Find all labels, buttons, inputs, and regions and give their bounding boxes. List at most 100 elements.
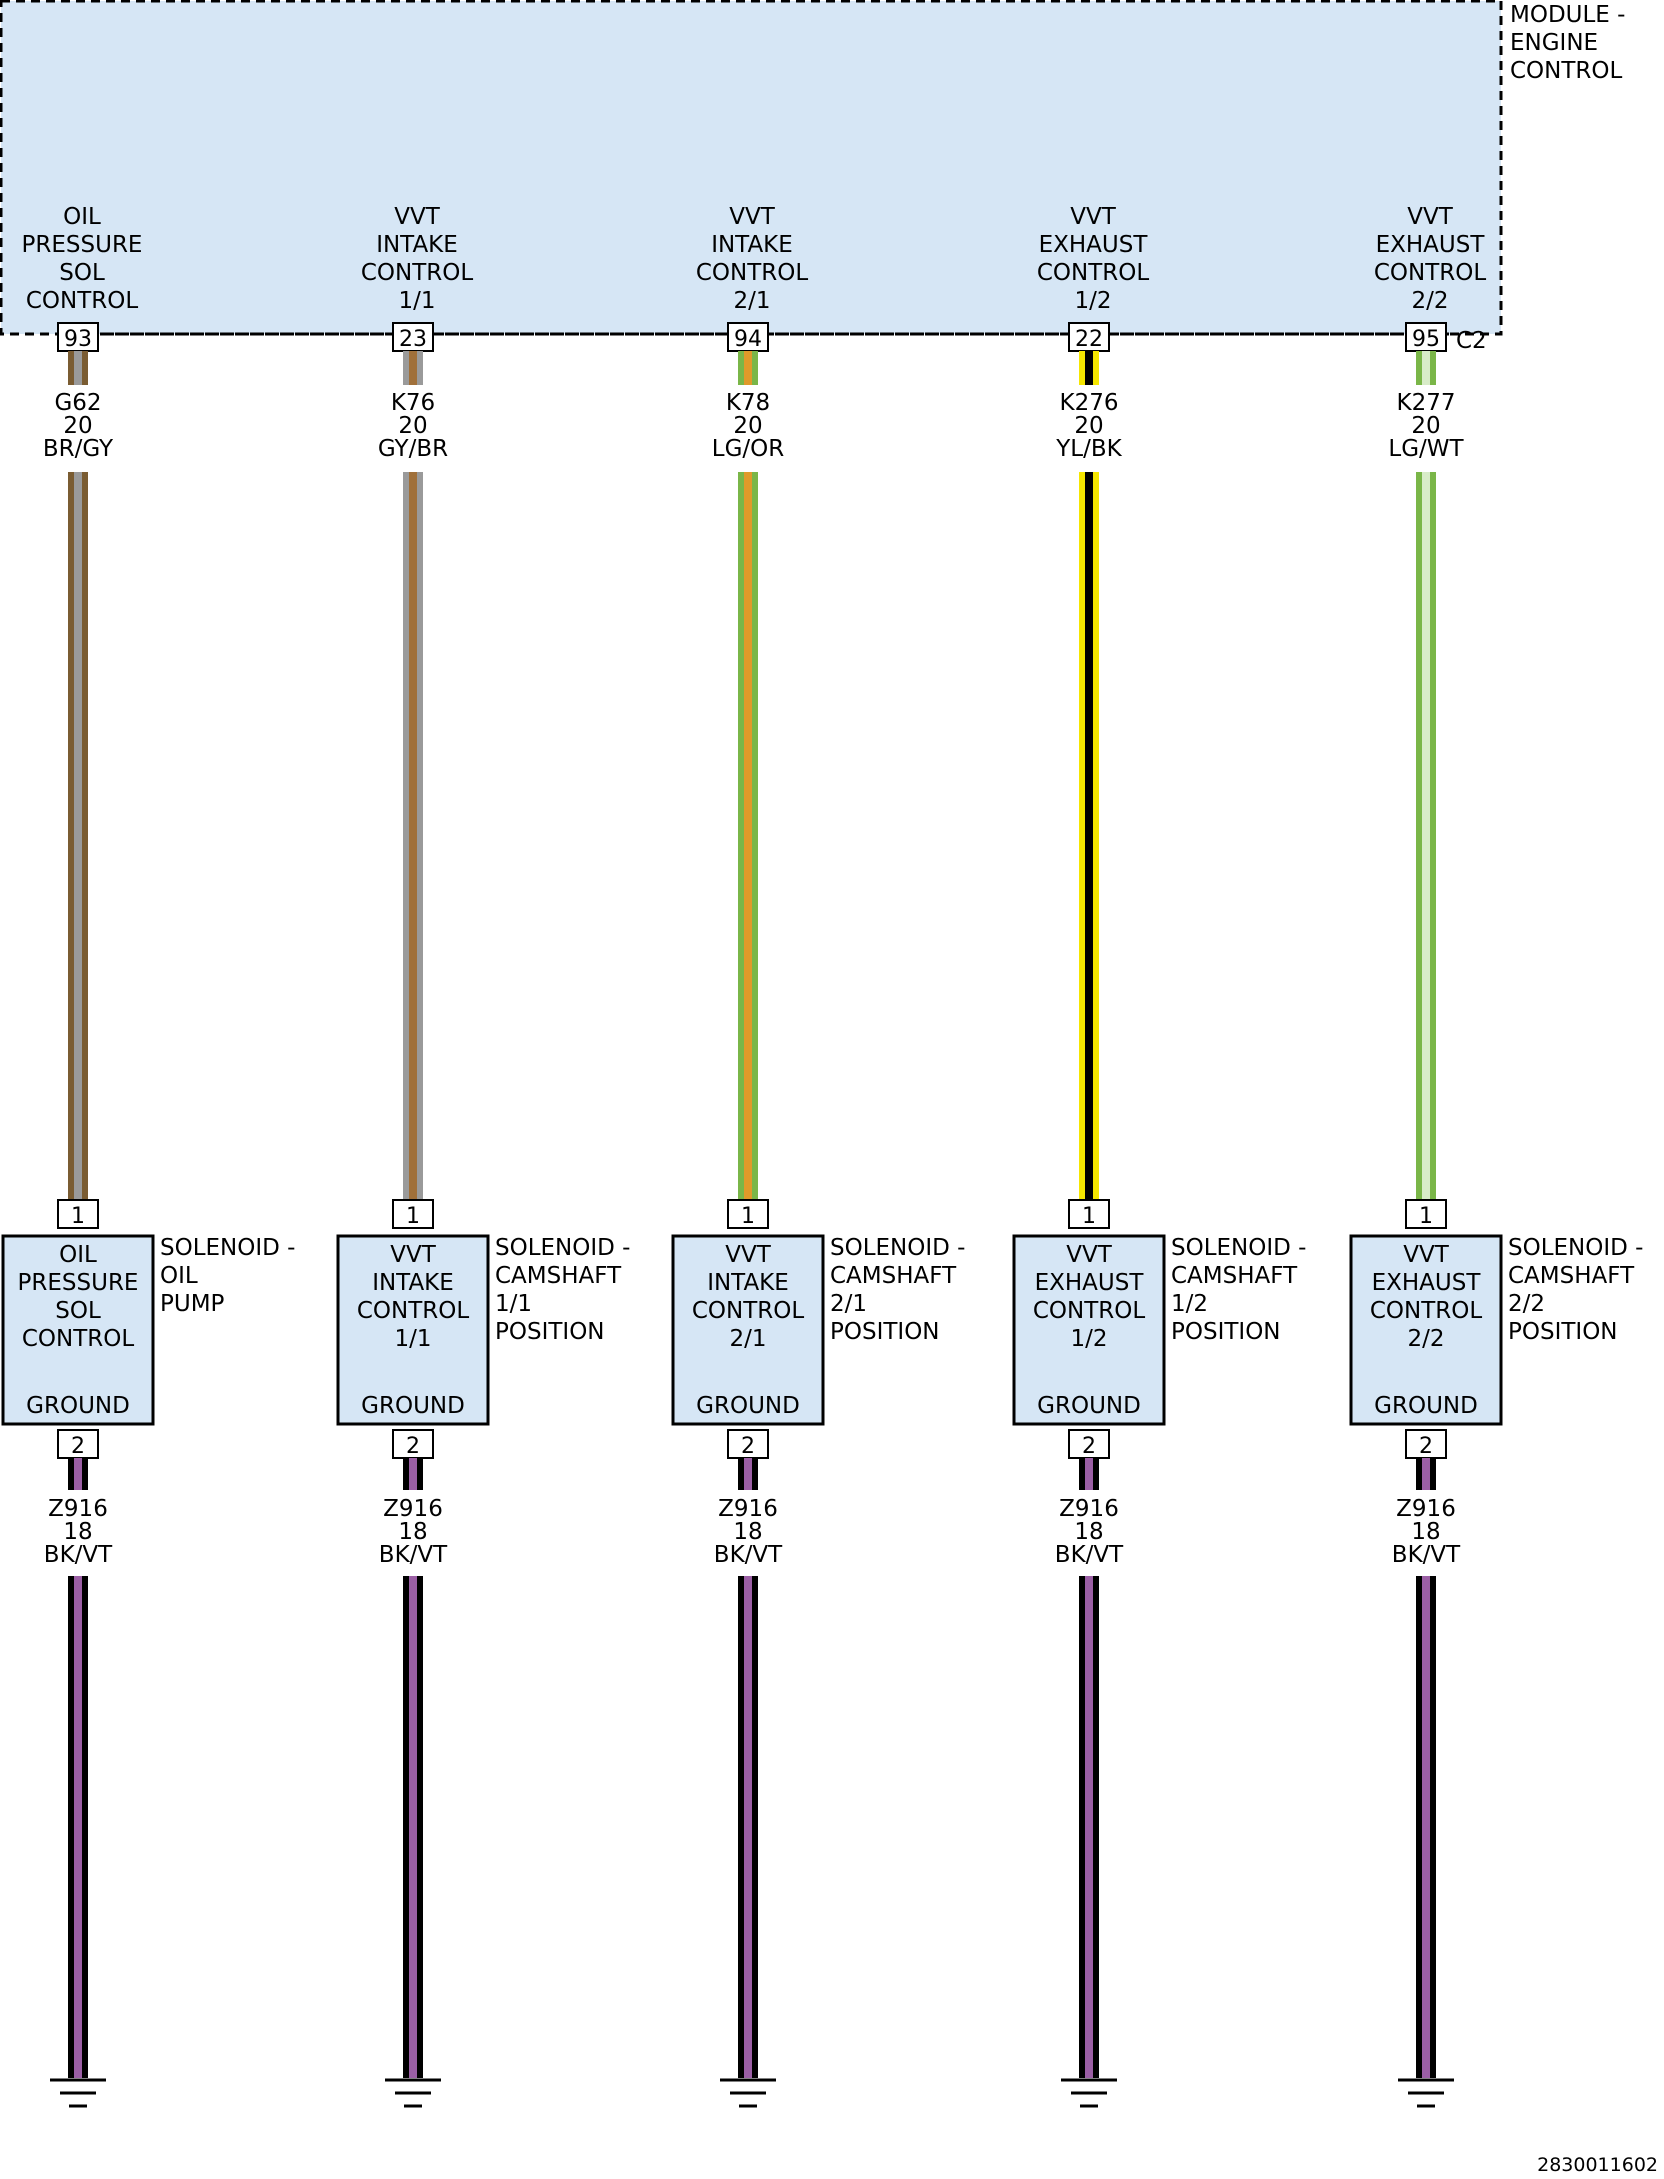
signal-wire-label-line: 20 — [398, 413, 427, 439]
component-function-line: SOL — [55, 1298, 101, 1324]
component-name-line: SOLENOID - — [495, 1235, 630, 1261]
signal-wire-label-line: 20 — [1074, 413, 1103, 439]
ground-wire-label-line: Z916 — [48, 1496, 108, 1522]
component-name-line: CAMSHAFT — [495, 1263, 622, 1289]
component-function-line: OIL — [59, 1242, 97, 1268]
module-name-line: CONTROL — [1510, 58, 1623, 84]
component-name-line: SOLENOID - — [1508, 1235, 1643, 1261]
ground-wire-label-line: 18 — [1411, 1519, 1440, 1545]
module-pin-box — [727, 322, 769, 352]
function-label-line: 1/1 — [398, 288, 435, 314]
function-label-line: INTAKE — [711, 232, 793, 258]
module-pin: 22 — [1075, 327, 1103, 352]
function-label-line: EXHAUST — [1376, 232, 1486, 258]
ground-pin-box — [1405, 1429, 1447, 1459]
component-function-line: EXHAUST — [1372, 1270, 1482, 1296]
component-box — [671, 1234, 825, 1426]
component-function-line: 1/1 — [394, 1326, 431, 1352]
component-function-line: INTAKE — [707, 1270, 789, 1296]
component-function-line: INTAKE — [372, 1270, 454, 1296]
ground-pin-box — [57, 1429, 99, 1459]
component-function-line: CONTROL — [357, 1298, 470, 1324]
component-pin: 1 — [71, 1204, 85, 1229]
ground-wire-label-line: BK/VT — [44, 1542, 113, 1568]
module-pin: 94 — [734, 327, 762, 352]
component-name-line: SOLENOID - — [830, 1235, 965, 1261]
function-label-line: EXHAUST — [1039, 232, 1149, 258]
component-pin-box — [727, 1199, 769, 1229]
signal-wire-label-line: G62 — [54, 390, 101, 416]
component-name-line: OIL — [160, 1263, 198, 1289]
ground-pin: 2 — [71, 1434, 85, 1459]
signal-wire-label-line: BR/GY — [43, 436, 114, 462]
component-function-line: CONTROL — [22, 1326, 135, 1352]
component-pin-box — [57, 1199, 99, 1229]
module-name-line: MODULE - — [1510, 2, 1625, 28]
ground-label: GROUND — [1037, 1393, 1141, 1419]
component-name-line: POSITION — [830, 1319, 940, 1345]
ground-pin: 2 — [1419, 1434, 1433, 1459]
function-label-line: 1/2 — [1074, 288, 1111, 314]
component-function-line: VVT — [390, 1242, 436, 1268]
ground-pin-box — [392, 1429, 434, 1459]
component-name-line: 2/2 — [1508, 1291, 1545, 1317]
component-function-line: VVT — [1066, 1242, 1112, 1268]
signal-wire-label-line: 20 — [63, 413, 92, 439]
signal-wire-label-line: K76 — [391, 390, 435, 416]
ground-wire-label-line: 18 — [733, 1519, 762, 1545]
function-label-line: 2/2 — [1411, 288, 1448, 314]
component-name-line: SOLENOID - — [1171, 1235, 1306, 1261]
figure-id: 2830011602 — [1537, 2154, 1658, 2176]
component-function-line: VVT — [725, 1242, 771, 1268]
component-pin: 1 — [741, 1204, 755, 1229]
component-name-line: 2/1 — [830, 1291, 867, 1317]
ground-wire-label-line: Z916 — [1396, 1496, 1456, 1522]
function-label-line: INTAKE — [376, 232, 458, 258]
component-name-line: CAMSHAFT — [1171, 1263, 1298, 1289]
component-pin-box — [1405, 1199, 1447, 1229]
module-pin: 95 — [1412, 327, 1440, 352]
function-label-line: VVT — [729, 204, 775, 230]
component-function-line: CONTROL — [1033, 1298, 1146, 1324]
signal-wire-label-line: K277 — [1397, 390, 1456, 416]
component-name-line: PUMP — [160, 1291, 225, 1317]
ground-label: GROUND — [26, 1393, 130, 1419]
component-function-line: EXHAUST — [1035, 1270, 1145, 1296]
signal-wire-label-line: LG/OR — [712, 436, 784, 462]
ground-wire-label-line: BK/VT — [714, 1542, 783, 1568]
function-label-line: CONTROL — [1374, 260, 1487, 286]
module-pin-box — [1405, 322, 1447, 352]
module-pin-box — [392, 322, 434, 352]
function-label-line: OIL — [63, 204, 101, 230]
function-label-line: SOL — [59, 260, 105, 286]
component-name-line: 1/1 — [495, 1291, 532, 1317]
component-pin: 1 — [1419, 1204, 1433, 1229]
component-function-line: CONTROL — [692, 1298, 805, 1324]
function-label-line: CONTROL — [361, 260, 474, 286]
component-name-line: POSITION — [495, 1319, 605, 1345]
function-label-line: 2/1 — [733, 288, 770, 314]
function-label-line: CONTROL — [696, 260, 809, 286]
